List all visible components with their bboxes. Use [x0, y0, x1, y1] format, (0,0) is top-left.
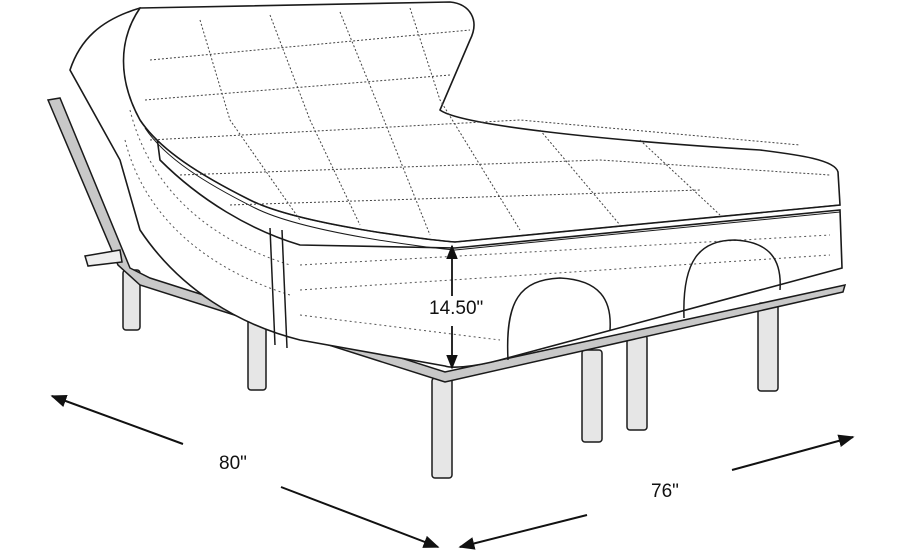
length-dimension-arrows	[50, 394, 440, 548]
height-dimension-label: 14.50"	[427, 298, 486, 320]
length-dimension-label: 80"	[219, 453, 247, 474]
width-dimension-arrows	[458, 434, 855, 550]
mattress-handles	[269, 227, 781, 361]
quilting-pattern	[144, 7, 831, 236]
mattress-top	[122, 1, 841, 251]
bed-legs	[122, 269, 779, 479]
side-stitching	[124, 109, 831, 341]
mattress-body	[69, 6, 843, 368]
width-dimension-label: 76"	[651, 481, 679, 502]
